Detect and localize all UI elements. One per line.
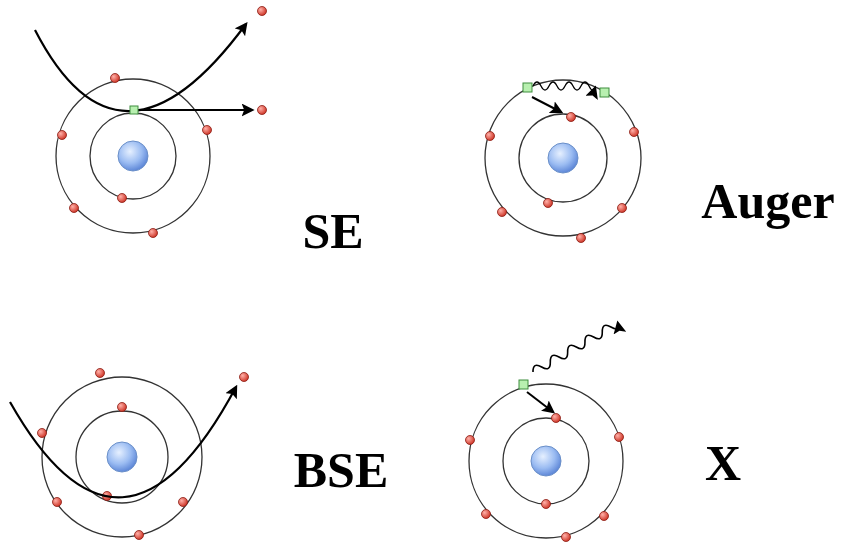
nucleus [531,446,561,476]
vacancy [519,380,528,389]
auger-atom [485,80,641,236]
electrons [58,7,267,238]
transition-arrow [532,97,561,112]
ejected-electron-arrow [138,109,252,111]
xray-atom [469,384,623,538]
vacancy [600,88,609,97]
process-label: X [705,438,741,488]
se-atom [56,79,210,233]
energy-transfer-wave [533,82,595,91]
nucleus [107,442,137,472]
vacancy [130,106,138,114]
incident-electron-path [35,24,246,111]
nucleus [548,143,578,173]
nucleus [118,141,148,171]
process-label: Auger [701,176,834,226]
electrons [486,113,639,243]
electrons [38,369,249,540]
process-label: SE [302,206,363,256]
xray-photon-wave [531,319,620,376]
transition-arrow [527,392,553,412]
vacancy [523,83,532,92]
process-label: BSE [294,445,389,495]
electrons [466,414,624,542]
bse-atom [42,377,202,537]
backscattered-electron-path [10,387,236,497]
